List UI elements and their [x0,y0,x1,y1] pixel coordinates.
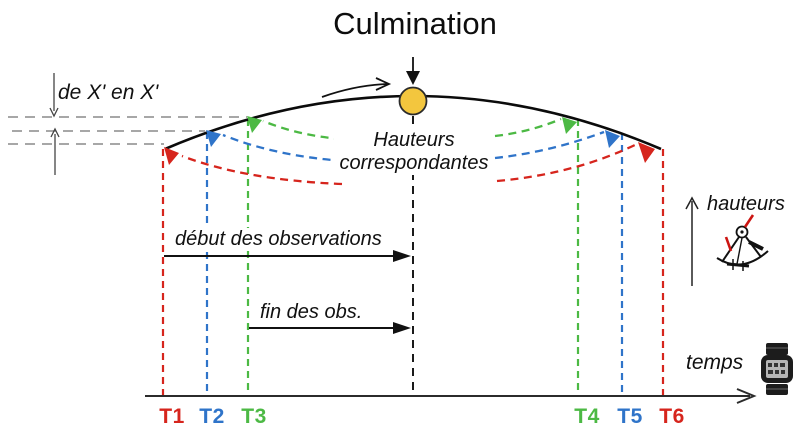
watch-face [766,360,788,378]
digital-watch-icon [761,343,793,395]
tick-label-T5: T5 [617,405,643,428]
corresponding-heights-arrows [164,116,655,186]
tick-label-T3: T3 [241,405,267,428]
sextant-handle [726,262,750,268]
height-arrow-left-green [262,119,343,141]
tick-label-T4: T4 [574,405,600,428]
tick-label-T2: T2 [199,405,225,428]
start-observations-arrow [164,250,411,262]
heights-axis-label: hauteurs [707,193,785,215]
time-axis-label: temps [686,351,744,374]
sun-icon [398,86,428,116]
sextant-mirror-red-left [724,236,733,252]
sextant-pivot-dot [740,230,744,234]
start-arrow-head [393,250,411,262]
sextant-index-arm [736,237,743,265]
time-tick-lines [161,119,665,397]
motion-arrow-head [375,77,392,91]
end-observations-arrow [249,322,411,334]
corresponding-heights-line1: Hauteurs [373,129,455,151]
end-observations-label: fin des obs. [258,301,365,324]
height-arrow-right-red [496,142,638,183]
watch-digits [768,363,785,374]
height-arrowhead-right-green [562,117,577,134]
tick-label-T6: T6 [659,405,685,428]
heights-axis-arrow [685,196,699,286]
motion-arrow-shaft [321,83,389,98]
start-observations-label: début des observations [173,228,384,251]
measure-arrowhead-down [49,107,59,118]
corresponding-heights-line2: correspondantes [339,152,489,174]
corresponding-heights-label: Hauteurs correspondantes [334,129,494,175]
height-arrow-left-blue [222,133,345,163]
sextant-icon [716,214,769,271]
time-axis [145,388,757,404]
culmination-down-arrow-icon [406,57,420,85]
watch-band-top [766,343,788,355]
height-arrowhead-left-blue [206,130,221,147]
height-arrowhead-left-red [164,147,179,165]
down-arrow-head [406,71,420,85]
height-arrowhead-right-blue [605,130,620,148]
height-arrow-right-green [494,117,562,138]
tick-label-T1: T1 [159,405,185,428]
height-arrowhead-right-red [638,142,655,163]
end-arrow-head [393,322,411,334]
height-step-measure-arrows [49,73,60,175]
height-arrowhead-left-green [247,116,262,133]
motion-direction-arrow-icon [321,77,392,98]
sextant-right-leg [745,236,762,258]
measure-arrowhead-up [50,127,60,138]
time-axis-arrowhead [736,388,757,404]
height-guide-lines [8,116,247,145]
height-arrow-left-red [181,154,343,186]
heights-axis-arrowhead [685,196,699,210]
height-step-label: de X' en X' [58,81,159,104]
sextant-mirror-red-top [743,214,755,228]
page-title: Culmination [333,6,497,41]
height-arrow-right-blue [494,130,605,160]
sextant-telescope [748,240,764,251]
